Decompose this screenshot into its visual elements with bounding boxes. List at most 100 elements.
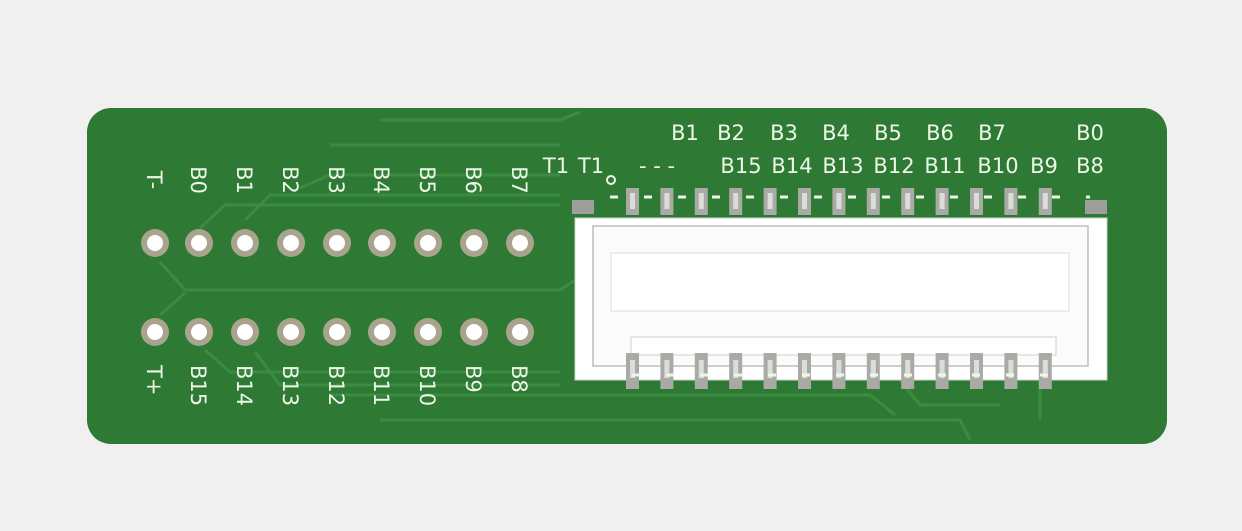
pad-hole <box>512 235 528 251</box>
header-pin-label: B10 <box>415 365 439 406</box>
connector-label-row1: B5 <box>874 121 902 145</box>
header-pin-label: B4 <box>369 166 393 194</box>
connector-label-row2: B15 <box>720 154 761 178</box>
header-pin-label: B11 <box>369 365 393 406</box>
copper-trace <box>253 351 560 387</box>
copper-trace <box>243 193 560 222</box>
pin-highlight <box>974 193 979 209</box>
copper-trace <box>158 261 576 292</box>
header-pin-label: B2 <box>278 166 302 194</box>
pad-hole <box>466 235 482 251</box>
pin-highlight <box>664 360 670 378</box>
header-pin-label: T+ <box>142 364 166 395</box>
header-pin-label: B7 <box>507 166 531 194</box>
header-pin-label: B5 <box>415 166 439 194</box>
copper-trace <box>204 348 560 374</box>
connector-label-row2: B8 <box>1076 154 1104 178</box>
connector-pins <box>600 188 1090 389</box>
connector-label-row2: T1 <box>577 154 604 178</box>
header-pads <box>141 229 534 346</box>
pin-highlight <box>905 360 911 378</box>
header-pin-label: B1 <box>232 166 256 194</box>
pad-hole <box>191 324 207 340</box>
pad-hole <box>237 235 253 251</box>
pad-hole <box>512 324 528 340</box>
pin-highlight <box>836 360 842 378</box>
pin-highlight <box>664 193 670 209</box>
pin-highlight <box>1042 193 1048 209</box>
connector-label-row1: B7 <box>978 121 1006 145</box>
connector-label-row2: B10 <box>977 154 1018 178</box>
connector-label-row2: B9 <box>1030 154 1058 178</box>
pin-highlight <box>767 193 773 209</box>
connector-label-row2: - - - <box>639 154 675 178</box>
header-pin-label: B15 <box>186 365 210 406</box>
connector-label-row1: B6 <box>926 121 954 145</box>
header-pin-label: B6 <box>461 166 485 194</box>
connector-label-row1: B1 <box>671 121 699 145</box>
pad-hole <box>147 235 163 251</box>
copper-trace <box>380 110 581 122</box>
pin-highlight <box>1008 360 1014 378</box>
pad-hole <box>283 235 299 251</box>
connector-label-row1: B3 <box>770 121 798 145</box>
connector-mount-right <box>1085 200 1107 214</box>
pad-hole <box>191 235 207 251</box>
connector-label-row1: B0 <box>1076 121 1104 145</box>
connector-label-row2: B11 <box>924 154 965 178</box>
pin-highlight <box>733 360 739 378</box>
pad-hole <box>374 235 390 251</box>
pin-highlight <box>836 193 842 209</box>
pin-highlight <box>698 193 704 209</box>
header-pin-label: B8 <box>507 365 531 393</box>
header-pin-label: T- <box>142 170 166 189</box>
header-pin-label: B13 <box>278 365 302 406</box>
pin-highlight <box>870 193 876 209</box>
connector-label-row1: B2 <box>717 121 745 145</box>
header-pin-label: B12 <box>324 365 348 406</box>
pin-highlight <box>767 360 773 378</box>
header-pin-label: B0 <box>186 166 210 194</box>
copper-trace <box>198 203 560 230</box>
connector-mount-left <box>572 200 594 214</box>
connector-label-row2: B12 <box>873 154 914 178</box>
pin-highlight <box>698 360 704 378</box>
connector-latch <box>630 336 1057 356</box>
pad-hole <box>466 324 482 340</box>
pin-highlight <box>630 360 635 378</box>
connector-slot <box>610 252 1070 312</box>
pin-highlight <box>939 360 945 378</box>
header-pin-label: B9 <box>461 365 485 393</box>
pin-highlight <box>1042 360 1048 378</box>
pin1-marker <box>606 175 616 185</box>
pad-hole <box>147 324 163 340</box>
pad-hole <box>283 324 299 340</box>
connector-label-row2: B14 <box>771 154 812 178</box>
connector-label-row2: B13 <box>822 154 863 178</box>
pin-highlight <box>802 360 807 378</box>
copper-trace <box>299 173 560 190</box>
connector-label-row2: T1 <box>542 154 569 178</box>
pin-highlight <box>630 193 635 209</box>
copper-trace <box>330 393 896 417</box>
copper-trace <box>159 291 186 317</box>
pad-hole <box>237 324 253 340</box>
copper-traces <box>158 110 1042 441</box>
pad-hole <box>420 235 436 251</box>
pad-hole <box>329 324 345 340</box>
pin-highlight <box>870 360 876 378</box>
pad-hole <box>374 324 390 340</box>
pad-hole <box>420 324 436 340</box>
pin-highlight <box>802 193 807 209</box>
header-pin-label: B14 <box>232 365 256 406</box>
pin-highlight <box>733 193 739 209</box>
copper-trace <box>380 418 972 441</box>
pin-highlight <box>939 193 945 209</box>
pin-highlight <box>905 193 911 209</box>
pin-highlight <box>1008 193 1014 209</box>
pin-highlight <box>974 360 979 378</box>
pad-hole <box>329 235 345 251</box>
connector-label-row1: B4 <box>822 121 850 145</box>
